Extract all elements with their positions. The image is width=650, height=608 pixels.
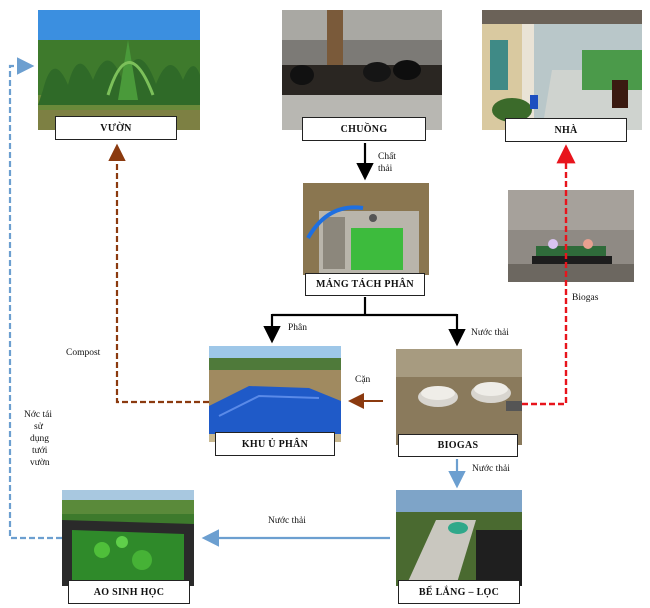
- stove-photo: [508, 190, 634, 282]
- label-nuoc-thai-3: Nước thải: [268, 516, 306, 526]
- label-reuse-3: dụng: [30, 434, 49, 444]
- label-nuoc-thai-1: Nước thải: [471, 328, 509, 338]
- label-biogas: Biogas: [572, 293, 599, 303]
- label-can: Cặn: [355, 375, 371, 385]
- node-vuon: VƯỜN: [55, 116, 177, 140]
- arrow-compost-to-vuon: [108, 143, 209, 404]
- label-reuse-5: vườn: [30, 458, 50, 468]
- node-be-lang-loc: BỂ LẮNG – LỌC: [398, 580, 520, 604]
- node-nha: NHÀ: [505, 118, 627, 142]
- node-ao-sinh-hoc: AO SINH HỌC: [68, 580, 190, 604]
- node-chuong: CHUỒNG: [302, 117, 426, 141]
- node-biogas: BIOGAS: [398, 434, 518, 457]
- label-chat-thai-2: thải: [378, 164, 393, 174]
- label-compost: Compost: [66, 348, 101, 358]
- house-photo: [482, 10, 642, 130]
- node-mang-tach-phan: MÁNG TÁCH PHÂN: [305, 273, 425, 296]
- settling-tank-photo: [396, 490, 522, 586]
- pond-photo: [62, 490, 194, 586]
- label-reuse-1: Nớc tái: [24, 410, 52, 420]
- arrow-biogas-to-nha: [522, 144, 576, 406]
- label-nuoc-thai-2: Nước thải: [472, 464, 510, 474]
- separation-trough-photo: [303, 183, 429, 275]
- label-phan: Phân: [288, 323, 307, 333]
- label-chat-thai-1: Chất: [378, 152, 396, 162]
- label-reuse-2: sử: [34, 422, 43, 432]
- node-khu-u-phan: KHU Ủ PHÂN: [215, 432, 335, 456]
- arrow-ao-to-vuon: [8, 57, 62, 540]
- biogas-tank-photo: [396, 349, 522, 445]
- label-reuse-4: tưới: [32, 446, 48, 456]
